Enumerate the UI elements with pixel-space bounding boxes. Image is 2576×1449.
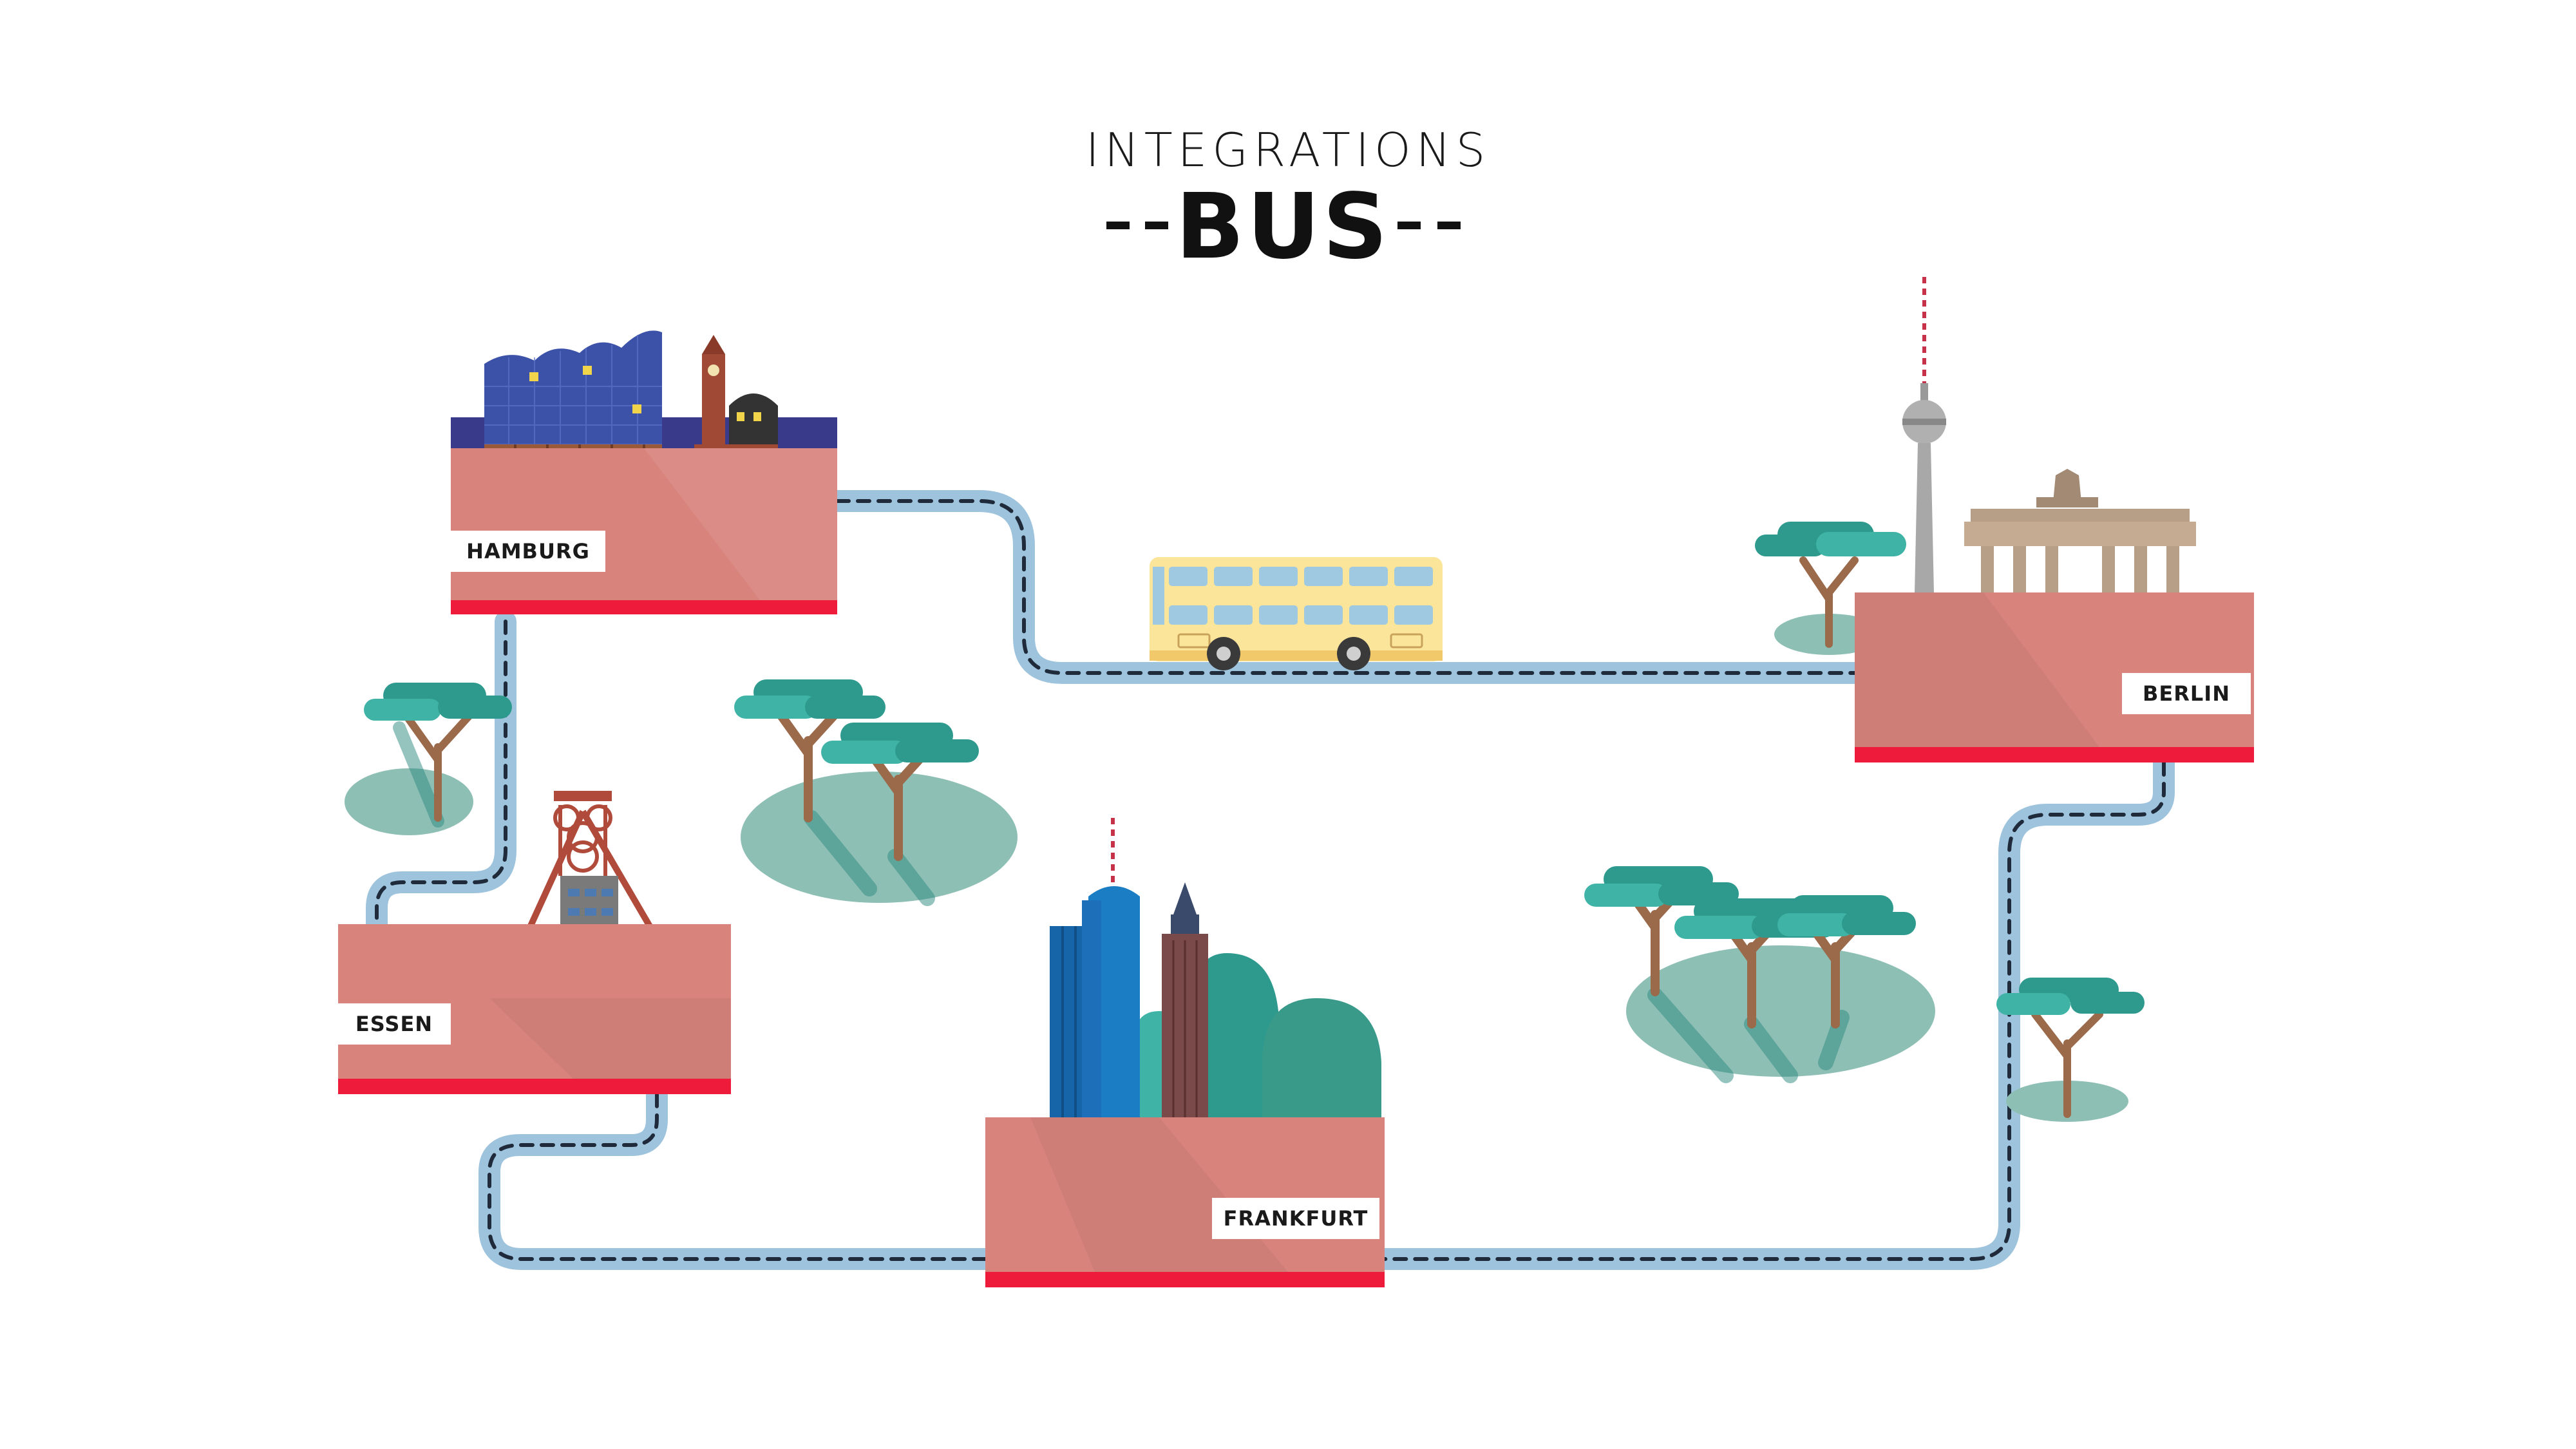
frankfurt-hills xyxy=(1133,953,1381,1121)
city-hamburg: HAMBURG xyxy=(451,330,837,614)
tree-icon xyxy=(364,683,512,822)
tree-group-center-left xyxy=(734,679,1018,906)
tree-icon xyxy=(734,679,886,822)
city-frankfurt: FRANKFURT xyxy=(985,818,1385,1287)
berlin-tree-icon xyxy=(1755,522,1906,648)
berlin-label: BERLIN xyxy=(2122,673,2251,714)
title-bus-dashes xyxy=(1106,222,1461,229)
essen-platform xyxy=(338,924,731,1079)
double-decker-bus-icon xyxy=(1150,557,1443,670)
essen-label-text: ESSEN xyxy=(355,1012,433,1036)
city-berlin: BERLIN xyxy=(1755,277,2254,762)
title: INTEGRATIONS BUS xyxy=(1086,123,1491,279)
hamburg-platform-stripe xyxy=(451,600,837,614)
hamburg-label-text: HAMBURG xyxy=(466,539,590,564)
frankfurt-label-text: FRANKFURT xyxy=(1224,1206,1368,1231)
frankfurt-platform-stripe xyxy=(985,1272,1385,1287)
frankfurt-label: FRANKFURT xyxy=(1212,1198,1379,1239)
tree-icon xyxy=(1584,866,1739,996)
berlin-label-text: BERLIN xyxy=(2143,681,2230,706)
tree-group-hamburg-left xyxy=(345,683,512,835)
hamburg-platform xyxy=(451,448,837,600)
tree-icon xyxy=(1996,978,2145,1118)
tree-group-right xyxy=(1996,978,2145,1122)
tree-icon xyxy=(1777,895,1916,1028)
city-essen: ESSEN xyxy=(338,791,731,1094)
tree-group-center-right xyxy=(1584,866,1935,1083)
berlin-platform xyxy=(1855,592,2254,747)
essen-platform-stripe xyxy=(338,1079,731,1094)
berlin-platform-stripe xyxy=(1855,747,2254,762)
road-network xyxy=(366,490,2175,1270)
essen-label: ESSEN xyxy=(338,1003,451,1045)
tree-icon xyxy=(821,723,979,861)
title-bus: BUS xyxy=(1175,175,1390,279)
title-integrations: INTEGRATIONS xyxy=(1086,123,1491,177)
hamburg-label: HAMBURG xyxy=(451,531,605,572)
frankfurt-platform xyxy=(985,1117,1385,1272)
